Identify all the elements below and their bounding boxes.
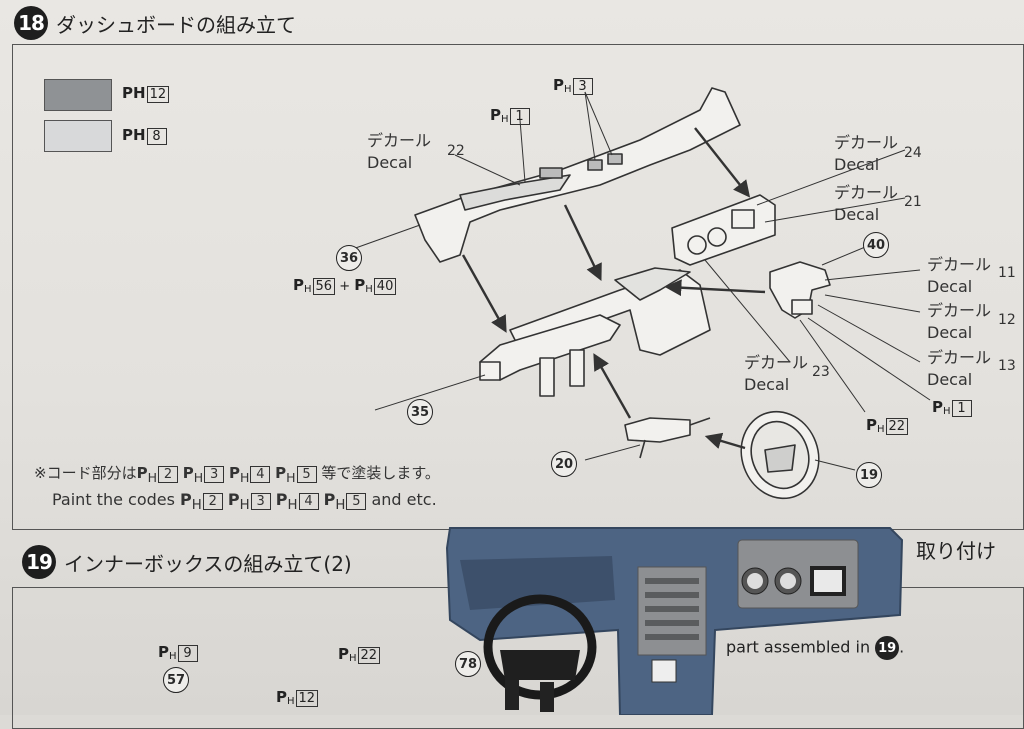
part-assembled-note: part assembled in 19. <box>726 636 904 660</box>
decal-number-22: 22 <box>447 143 465 159</box>
step-19-title: インナーボックスの組み立て(2) <box>64 551 352 576</box>
steering-column-part <box>624 417 691 443</box>
dash-upper-part <box>414 87 741 263</box>
ph-code: 12 <box>146 86 170 103</box>
part-number-19: 19 <box>856 462 882 488</box>
part-number-35: 35 <box>407 399 433 425</box>
decal-number-11: 11 <box>998 265 1016 281</box>
step-18-title: ダッシュボードの組み立て <box>56 12 296 37</box>
color-swatch-light <box>44 120 112 152</box>
ph-prefix: PH <box>122 84 146 102</box>
decal-number-23: 23 <box>812 364 830 380</box>
ph-code: 8 <box>146 128 167 145</box>
column-shroud <box>479 314 621 381</box>
step-ref-19: 19 <box>875 636 900 660</box>
part-number-36: 36 <box>336 245 362 271</box>
step-19-header: 19 インナーボックスの組み立て(2) <box>22 545 352 579</box>
step-18-header: 18 ダッシュボードの組み立て <box>14 6 296 40</box>
part-number-20: 20 <box>551 451 577 477</box>
part-number-78: 78 <box>455 651 481 677</box>
part-number-57: 57 <box>163 667 189 693</box>
part-number-40: 40 <box>863 232 889 258</box>
ph-prefix: PH <box>122 126 146 144</box>
decal-number-21: 21 <box>904 194 922 210</box>
step-19-number: 19 <box>22 545 56 579</box>
decal-number-12: 12 <box>998 312 1016 328</box>
step-18-number: 18 <box>14 6 48 40</box>
decal-number-24: 24 <box>904 145 922 161</box>
color-swatch-dark <box>44 79 112 111</box>
step-title-fragment-right: 取り付け <box>916 539 996 563</box>
decal-number-13: 13 <box>998 358 1016 374</box>
